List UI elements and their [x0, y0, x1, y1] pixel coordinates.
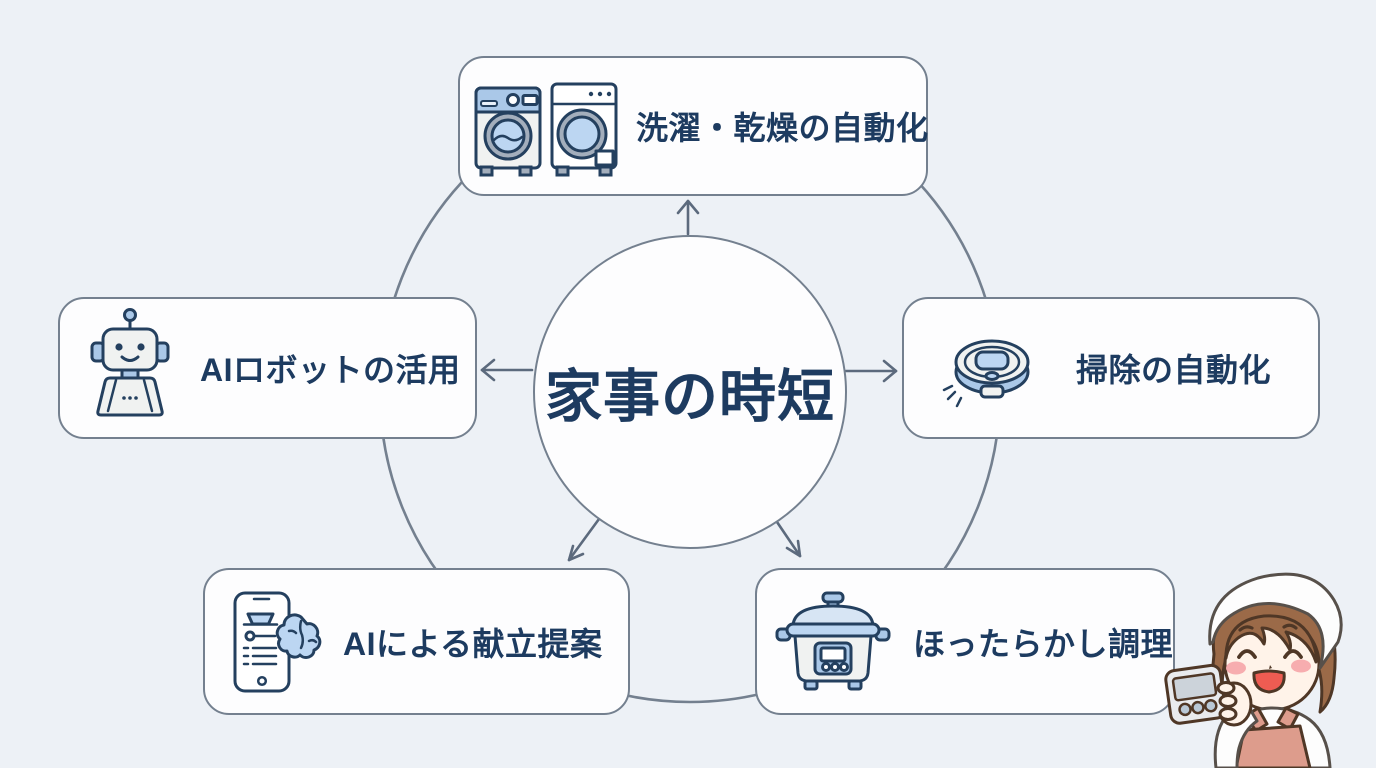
arrow-to-top [676, 199, 700, 236]
node-label: ほったらかし調理 [913, 625, 1174, 662]
washer-dryer-icon [472, 74, 622, 178]
phone-brain-icon [229, 589, 327, 695]
node-label: 掃除の自動化 [1076, 352, 1272, 388]
kitchen-timer [1164, 663, 1227, 725]
node-laundry: 洗濯・乾燥の自動化 [458, 56, 928, 196]
robot-vacuum-icon [940, 326, 1040, 410]
node-ai-robot: AIロボットの活用 [58, 297, 477, 439]
node-cooking: ほったらかし調理 [755, 568, 1175, 715]
mascot-character [1164, 572, 1343, 768]
node-label: AIロボットの活用 [200, 352, 461, 388]
node-label: AIによる献立提案 [343, 625, 603, 662]
arrow-to-right [844, 359, 898, 383]
arrow-to-bottom-right [775, 520, 802, 558]
node-meal-plan: AIによる献立提案 [203, 568, 630, 715]
ai-robot-icon [86, 305, 174, 431]
center-label: 家事の時短 [545, 365, 835, 429]
center-node: 家事の時短 [533, 235, 847, 549]
node-label: 洗濯・乾燥の自動化 [636, 110, 929, 146]
multicooker-icon [775, 591, 891, 693]
arrow-to-bottom-left [567, 517, 601, 562]
node-cleaning: 掃除の自動化 [902, 297, 1320, 439]
arrow-to-left [480, 358, 534, 382]
